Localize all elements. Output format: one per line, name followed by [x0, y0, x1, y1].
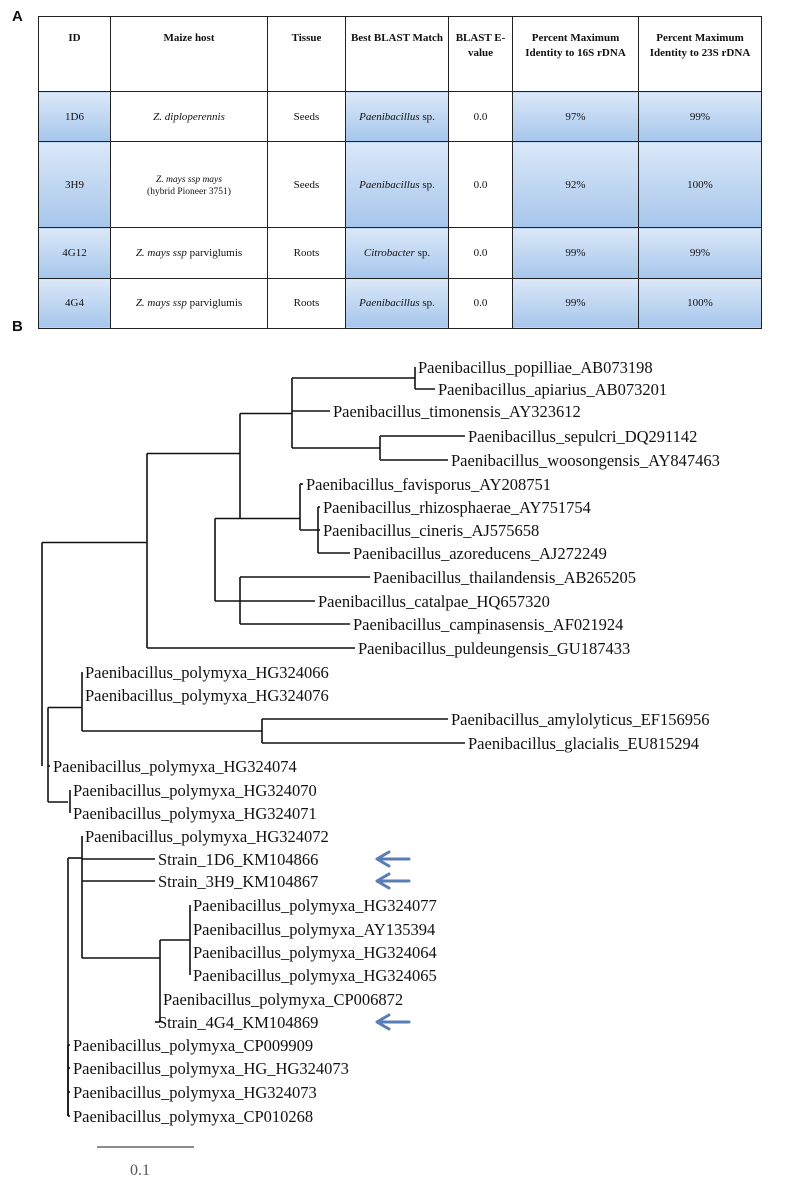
cell-identity-23s: 100%: [638, 277, 762, 330]
tree-leaf-label: Paenibacillus_polymyxa_HG324073: [73, 1083, 317, 1102]
highlight-arrow-icon: [375, 1013, 411, 1031]
tree-leaf-label: Paenibacillus_polymyxa_HG324076: [85, 686, 329, 705]
header-id: ID: [38, 16, 111, 92]
cell-match: Citrobacter sp.: [345, 227, 449, 279]
tree-leaf-label: Paenibacillus_azoreducens_AJ272249: [353, 544, 607, 563]
match-suffix: sp.: [422, 297, 435, 310]
host-name: Z. mays ssp mays: [156, 174, 222, 185]
cell-tissue: Roots: [267, 227, 346, 279]
tree-leaf-label: Paenibacillus_polymyxa_CP009909: [73, 1036, 313, 1055]
tree-leaf-label: Paenibacillus_timonensis_AY323612: [333, 402, 581, 421]
tree-leaf-label: Paenibacillus_amylolyticus_EF156956: [451, 710, 709, 729]
host-suffix: parviglumis: [189, 297, 243, 310]
cell-tissue: Seeds: [267, 90, 346, 143]
tree-leaf-label: Paenibacillus_polymyxa_HG324066: [85, 663, 329, 682]
tree-leaf-label: Paenibacillus_polymyxa_HG324064: [193, 943, 437, 962]
cell-match: Paenibacillus sp.: [345, 141, 449, 229]
match-suffix: sp.: [422, 110, 435, 123]
header-tissue: Tissue: [267, 16, 346, 92]
header-identity-16s: Percent Maximum Identity to 16S rDNA: [512, 16, 639, 92]
highlight-arrow-icon: [375, 850, 411, 868]
tree-leaf-label: Paenibacillus_polymyxa_CP010268: [73, 1107, 313, 1126]
match-genus: Paenibacillus: [359, 178, 420, 191]
tree-leaf-label: Paenibacillus_polymyxa_HG_HG324073: [73, 1059, 349, 1078]
table-header-row: ID Maize host Tissue Best BLAST Match BL…: [38, 16, 762, 92]
cell-identity-16s: 92%: [512, 141, 639, 229]
header-maize-host: Maize host: [110, 16, 268, 92]
tree-leaf-label: Strain_4G4_KM104869: [158, 1013, 318, 1032]
panel-a-label: A: [12, 8, 23, 25]
host-name: Z. mays ssp: [135, 297, 187, 310]
cell-match: Paenibacillus sp.: [345, 90, 449, 143]
tree-leaf-label: Strain_1D6_KM104866: [158, 850, 318, 869]
tree-leaf-labels: Paenibacillus_popilliae_AB073198Paenibac…: [53, 358, 720, 1126]
tree-leaf-label: Paenibacillus_popilliae_AB073198: [418, 358, 653, 377]
highlight-arrows: [375, 850, 411, 1031]
match-genus: Paenibacillus: [359, 110, 420, 123]
cell-identity-16s: 99%: [512, 277, 639, 330]
tree-leaf-label: Paenibacillus_polymyxa_AY135394: [193, 920, 435, 939]
tree-leaf-label: Paenibacillus_polymyxa_HG324074: [53, 757, 297, 776]
tree-leaf-label: Paenibacillus_apiarius_AB073201: [438, 380, 667, 399]
host-subtitle: (hybrid Pioneer 3751): [147, 186, 231, 197]
highlight-arrow-icon: [375, 872, 411, 890]
host-suffix: parviglumis: [189, 246, 243, 259]
cell-host: Z. mays ssp parviglumis: [110, 277, 268, 330]
phylogenetic-tree: Paenibacillus_popilliae_AB073198Paenibac…: [41, 358, 720, 1179]
tree-branches: [41, 367, 465, 1117]
header-best-blast-match: Best BLAST Match: [345, 16, 449, 92]
tree-leaf-label: Paenibacillus_polymyxa_HG324071: [73, 804, 317, 823]
scale-bar-label: 0.1: [130, 1162, 150, 1179]
tree-leaf-label: Paenibacillus_thailandensis_AB265205: [373, 568, 636, 587]
header-blast-evalue: BLAST E-value: [448, 16, 513, 92]
cell-id: 3H9: [38, 141, 111, 229]
host-name: Z. diploperennis: [153, 110, 225, 123]
cell-evalue: 0.0: [448, 277, 513, 330]
cell-match: Paenibacillus sp.: [345, 277, 449, 330]
cell-host: Z. mays ssp mays(hybrid Pioneer 3751): [110, 141, 268, 229]
tree-leaf-label: Paenibacillus_catalpae_HQ657320: [318, 592, 550, 611]
cell-id: 4G12: [38, 227, 111, 279]
cell-id: 1D6: [38, 90, 111, 143]
cell-id: 4G4: [38, 277, 111, 330]
host-name: Z. mays ssp: [135, 246, 187, 259]
cell-evalue: 0.0: [448, 141, 513, 229]
cell-tissue: Seeds: [267, 141, 346, 229]
cell-identity-23s: 99%: [638, 227, 762, 279]
tree-leaf-label: Paenibacillus_puldeungensis_GU187433: [358, 639, 630, 658]
cell-identity-16s: 97%: [512, 90, 639, 143]
cell-host: Z. diploperennis: [110, 90, 268, 143]
match-genus: Paenibacillus: [359, 297, 420, 310]
table-row: 4G12 Z. mays ssp parviglumis Roots Citro…: [38, 227, 762, 279]
tree-leaf-label: Paenibacillus_polymyxa_HG324065: [193, 966, 437, 985]
tree-leaf-label: Paenibacillus_polymyxa_HG324070: [73, 781, 317, 800]
tree-leaf-label: Paenibacillus_woosongensis_AY847463: [451, 451, 720, 470]
match-suffix: sp.: [422, 178, 435, 191]
tree-leaf-label: Paenibacillus_sepulcri_DQ291142: [468, 427, 697, 446]
tree-leaf-label: Paenibacillus_rhizosphaerae_AY751754: [323, 498, 591, 517]
tree-leaf-label: Paenibacillus_polymyxa_HG324077: [193, 896, 437, 915]
table-row: 3H9 Z. mays ssp mays(hybrid Pioneer 3751…: [38, 141, 762, 229]
cell-tissue: Roots: [267, 277, 346, 330]
cell-evalue: 0.0: [448, 90, 513, 143]
table-row: 1D6 Z. diploperennis Seeds Paenibacillus…: [38, 90, 762, 143]
match-suffix: sp.: [417, 246, 431, 259]
table-row: 4G4 Z. mays ssp parviglumis Roots Paenib…: [38, 277, 762, 330]
tree-leaf-label: Paenibacillus_campinasensis_AF021924: [353, 615, 623, 634]
panel-b-label: B: [12, 318, 23, 335]
tree-leaf-label: Paenibacillus_cineris_AJ575658: [323, 521, 539, 540]
tree-leaf-label: Paenibacillus_polymyxa_HG324072: [85, 827, 329, 846]
blast-results-table: ID Maize host Tissue Best BLAST Match BL…: [38, 16, 762, 330]
tree-leaf-label: Strain_3H9_KM104867: [158, 872, 318, 891]
tree-leaf-label: Paenibacillus_favisporus_AY208751: [306, 475, 551, 494]
cell-host: Z. mays ssp parviglumis: [110, 227, 268, 279]
cell-identity-23s: 99%: [638, 90, 762, 143]
cell-identity-23s: 100%: [638, 141, 762, 229]
header-identity-23s: Percent Maximum Identity to 23S rDNA: [638, 16, 762, 92]
tree-leaf-label: Paenibacillus_glacialis_EU815294: [468, 734, 699, 753]
match-genus: Citrobacter: [363, 246, 415, 259]
tree-leaf-label: Paenibacillus_polymyxa_CP006872: [163, 990, 403, 1009]
cell-identity-16s: 99%: [512, 227, 639, 279]
cell-evalue: 0.0: [448, 227, 513, 279]
